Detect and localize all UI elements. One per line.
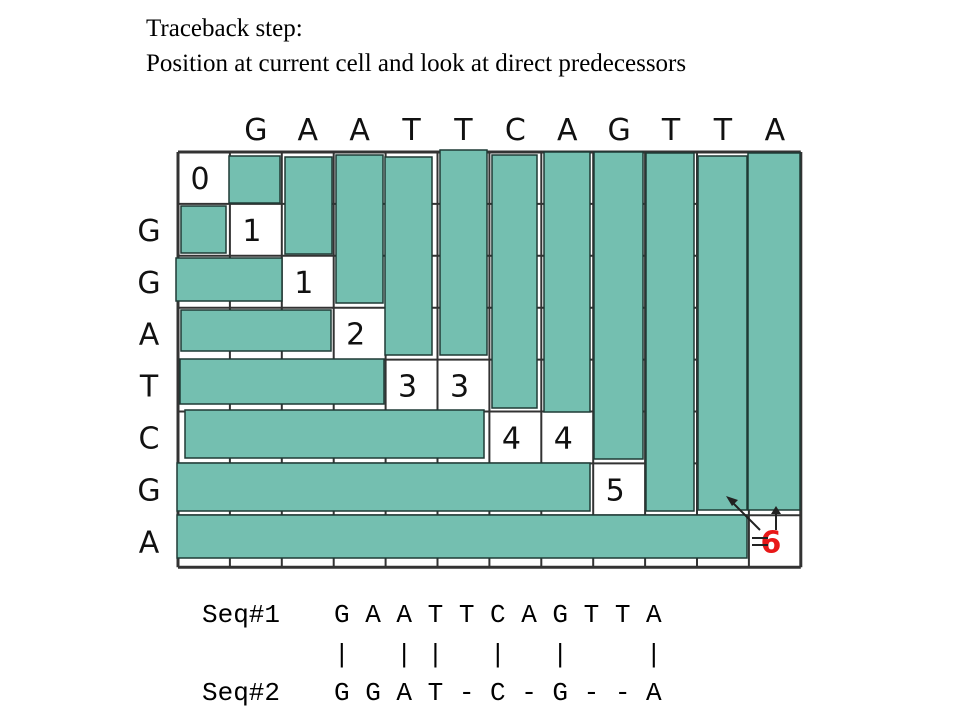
cover-block [439,149,488,356]
cover-block [179,358,385,405]
cover-block [384,156,433,356]
cover-block [593,151,644,460]
row-letter: G [137,266,160,301]
diagonal-arrowhead [726,496,738,506]
cover-block [284,156,333,255]
cover-block [491,154,538,409]
seq2-label: Seq#2 [202,678,281,708]
column-letter: A [297,113,318,148]
cover-block [176,462,591,512]
seq2-sequence: G G A T - C - G - - A [334,678,662,708]
traceback-arrows [726,496,781,546]
match-bars: | | | | | | [334,640,662,670]
row-letter: A [139,525,160,560]
row-letter: G [137,473,160,508]
seq1-label: Seq#1 [202,600,281,630]
column-letter: T [401,113,421,148]
cover-block [697,155,748,511]
title-line-1: Traceback step: [146,15,303,42]
column-letter: C [505,113,526,148]
cover-block [543,151,591,413]
cell-value: 0 [190,162,209,197]
cover-block [645,152,695,512]
cover-block [747,152,801,511]
cover-block [175,257,283,302]
title-line-2: Position at current cell and look at dir… [146,50,687,77]
column-letter: A [765,113,786,148]
up-arrowhead [771,506,781,514]
seq1-sequence: G A A T T C A G T T A [334,600,662,630]
column-letter: T [453,113,473,148]
row-letter: A [139,318,160,353]
cover-blocks [175,149,801,559]
cell-value: 4 [502,421,521,456]
cell-value: 5 [606,473,625,508]
row-letter: G [137,214,160,249]
cover-block [176,514,748,559]
diagonal-arrow [729,499,761,531]
row-letter: C [139,421,160,456]
cell-value: 3 [450,370,469,405]
column-letter: T [661,113,681,148]
cell-value: 6 [760,525,781,560]
column-letter: A [349,113,370,148]
cover-block [180,309,332,352]
column-letter: G [608,113,631,148]
column-letter: T [713,113,733,148]
column-letter: A [557,113,578,148]
cover-block [228,155,281,204]
cell-value: 1 [294,266,313,301]
column-letter: G [244,113,267,148]
cover-block [184,409,485,459]
cell-value: 2 [346,318,365,353]
cover-block [335,154,384,304]
row-letter: T [139,370,159,405]
cell-value: 3 [398,370,417,405]
cover-block [180,205,227,254]
cell-value: 4 [554,421,573,456]
cell-value: 1 [242,214,261,249]
